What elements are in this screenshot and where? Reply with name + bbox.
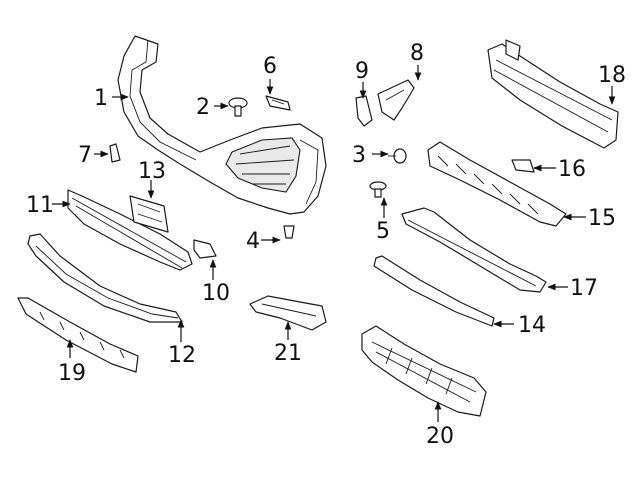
- callout-11: 11: [26, 193, 54, 218]
- side-retainer-part: [355, 95, 373, 127]
- small-bracket-part: [109, 143, 121, 163]
- callout-17: 17: [570, 276, 598, 301]
- retainer-clip-part: [265, 95, 291, 111]
- callout-16: 16: [558, 157, 586, 182]
- skid-plate-part: [361, 325, 487, 417]
- callout-10: 10: [202, 281, 230, 306]
- callout-20: 20: [426, 424, 454, 449]
- push-clip-part: [228, 97, 248, 117]
- callout-14: 14: [518, 313, 546, 338]
- callout-3: 3: [352, 143, 366, 168]
- bumper-cover-part: [117, 35, 327, 215]
- callout-12: 12: [168, 343, 196, 368]
- callout-9: 9: [355, 59, 369, 84]
- grille-support-bar-part: [67, 189, 193, 271]
- callout-5: 5: [376, 219, 390, 244]
- callout-21: 21: [274, 341, 302, 366]
- callout-1: 1: [94, 86, 108, 111]
- callout-7: 7: [78, 143, 92, 168]
- callout-2: 2: [196, 95, 210, 120]
- callout-6: 6: [263, 54, 277, 79]
- air-deflector-part: [17, 297, 139, 373]
- lower-bracket-part: [193, 239, 217, 259]
- absorber-clip-part: [511, 159, 535, 173]
- bolt-part: [369, 181, 387, 198]
- callout-13: 13: [138, 159, 166, 184]
- impact-bar-part: [401, 207, 547, 293]
- energy-absorber-part: [427, 141, 567, 227]
- callout-8: 8: [410, 41, 424, 66]
- leader-lines: [52, 65, 616, 422]
- license-bracket-part: [129, 195, 169, 233]
- screw-part: [388, 148, 407, 164]
- callout-18: 18: [598, 63, 626, 88]
- callout-labels: 1 2 3 4 5 6 7 8 9 10 11 12 13 14 15 16 1…: [26, 41, 626, 449]
- callout-4: 4: [246, 229, 260, 254]
- side-bracket-lower-part: [249, 295, 327, 331]
- callout-15: 15: [588, 206, 616, 231]
- reinforcement-beam-part: [487, 39, 619, 149]
- rivet-clip-part: [283, 225, 295, 239]
- lower-reinforcement-strip-part: [373, 255, 495, 327]
- side-bracket-part: [377, 79, 415, 121]
- callout-19: 19: [58, 361, 86, 386]
